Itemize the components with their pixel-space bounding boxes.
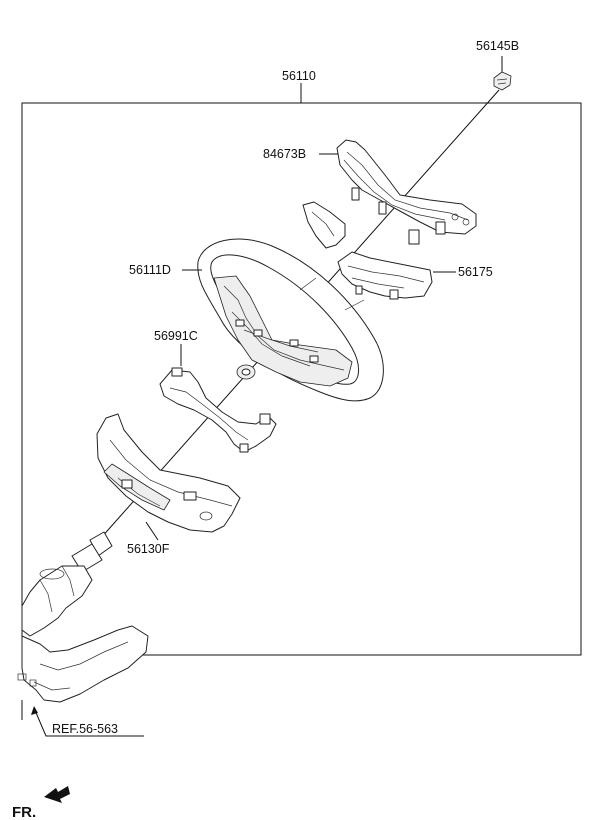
bracket-56175[interactable] (302, 201, 433, 300)
front-direction-label: FR. (12, 804, 36, 820)
front-direction-arrow-icon (44, 786, 70, 803)
ref-arrow-head (31, 706, 38, 715)
label-56145b: 56145B (476, 39, 519, 53)
label-84673b: 84673B (263, 147, 306, 161)
label-56991c: 56991C (154, 329, 198, 343)
switch-assy-84673b[interactable] (336, 139, 477, 245)
label-56175: 56175 (458, 265, 493, 279)
bolt-56145b[interactable] (493, 56, 512, 91)
label-56111d: 56111D (129, 263, 171, 277)
label-56110: 56110 (282, 69, 316, 83)
leader-ref-56-563 (33, 707, 144, 737)
steering-column[interactable] (17, 531, 149, 720)
leader-56130f (145, 521, 159, 541)
steering-wheel-56111d[interactable] (197, 238, 384, 402)
bracket-56991c[interactable] (159, 367, 277, 453)
lower-cover-56130f[interactable] (96, 413, 241, 533)
label-ref-56-563: REF.56-563 (52, 722, 118, 736)
label-56130f: 56130F (127, 542, 170, 556)
